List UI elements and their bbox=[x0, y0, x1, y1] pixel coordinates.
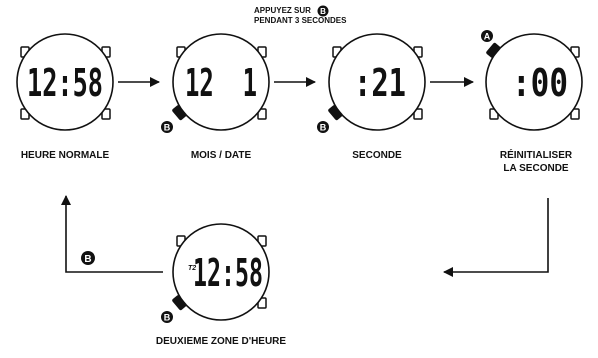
button-b-letter: B bbox=[164, 123, 171, 133]
return-button-b-badge bbox=[81, 251, 95, 265]
caption-heure-normale: HEURE NORMALE bbox=[20, 150, 110, 161]
button-a-letter: A bbox=[484, 32, 491, 42]
button-b-pressed bbox=[172, 295, 187, 311]
lcd-display: 12:58 bbox=[27, 61, 103, 105]
watch-face bbox=[16, 33, 114, 131]
caption-seconde: SECONDE bbox=[352, 150, 402, 161]
caption-deuxieme-zone: DEUXIEME ZONE D'HEURE bbox=[155, 336, 287, 347]
crown-bottom-right bbox=[257, 108, 267, 120]
arrow-return-to-heure-normale bbox=[61, 195, 163, 273]
button-b-badge bbox=[161, 121, 173, 133]
button-b-letter: B bbox=[320, 123, 327, 133]
watch-face bbox=[172, 33, 270, 131]
crown-bottom-right bbox=[413, 108, 423, 120]
instruction-line1: APPUYEZ SUR bbox=[254, 6, 311, 15]
button-a-pressed bbox=[486, 42, 501, 58]
button-a-badge bbox=[481, 30, 493, 42]
instruction-button-b-letter: B bbox=[320, 7, 326, 16]
button-b-badge bbox=[317, 121, 329, 133]
button-b-badge bbox=[161, 311, 173, 323]
lcd-display: :21 bbox=[354, 61, 406, 105]
caption-reinitialiser-line1: RÉINITIALISER bbox=[499, 150, 573, 161]
watch-heure-normale: 12:58 bbox=[16, 33, 114, 131]
watch-reinitialiser: :00 A bbox=[481, 30, 583, 131]
watch-mois-date: 12 1 B bbox=[161, 33, 270, 133]
watch-deuxieme-zone: T2 12:58 B bbox=[161, 223, 270, 323]
instruction-button-b-badge bbox=[317, 5, 329, 17]
watch-face bbox=[328, 33, 426, 131]
watch-seconde: :21 B bbox=[317, 33, 426, 133]
caption-mois-date: MOIS / DATE bbox=[190, 150, 252, 161]
watch-face bbox=[172, 223, 270, 321]
instruction-line2: PENDANT 3 SECONDES bbox=[254, 16, 347, 25]
caption-reinitialiser-line2: LA SECONDE bbox=[503, 163, 569, 174]
arrow-to-deuxieme-zone bbox=[443, 198, 549, 277]
watch-face bbox=[485, 33, 583, 131]
t2-indicator: T2 bbox=[188, 265, 196, 272]
crown-bottom-right bbox=[101, 108, 111, 120]
lcd-display: :00 bbox=[512, 61, 568, 105]
lcd-display: 12 1 bbox=[185, 61, 257, 105]
return-button-b-letter: B bbox=[84, 254, 91, 265]
button-b-pressed bbox=[328, 105, 343, 121]
lcd-display: 12:58 bbox=[193, 251, 263, 295]
button-b-letter: B bbox=[164, 313, 171, 323]
button-b-pressed bbox=[172, 105, 187, 121]
crown-bottom-right bbox=[570, 108, 580, 120]
